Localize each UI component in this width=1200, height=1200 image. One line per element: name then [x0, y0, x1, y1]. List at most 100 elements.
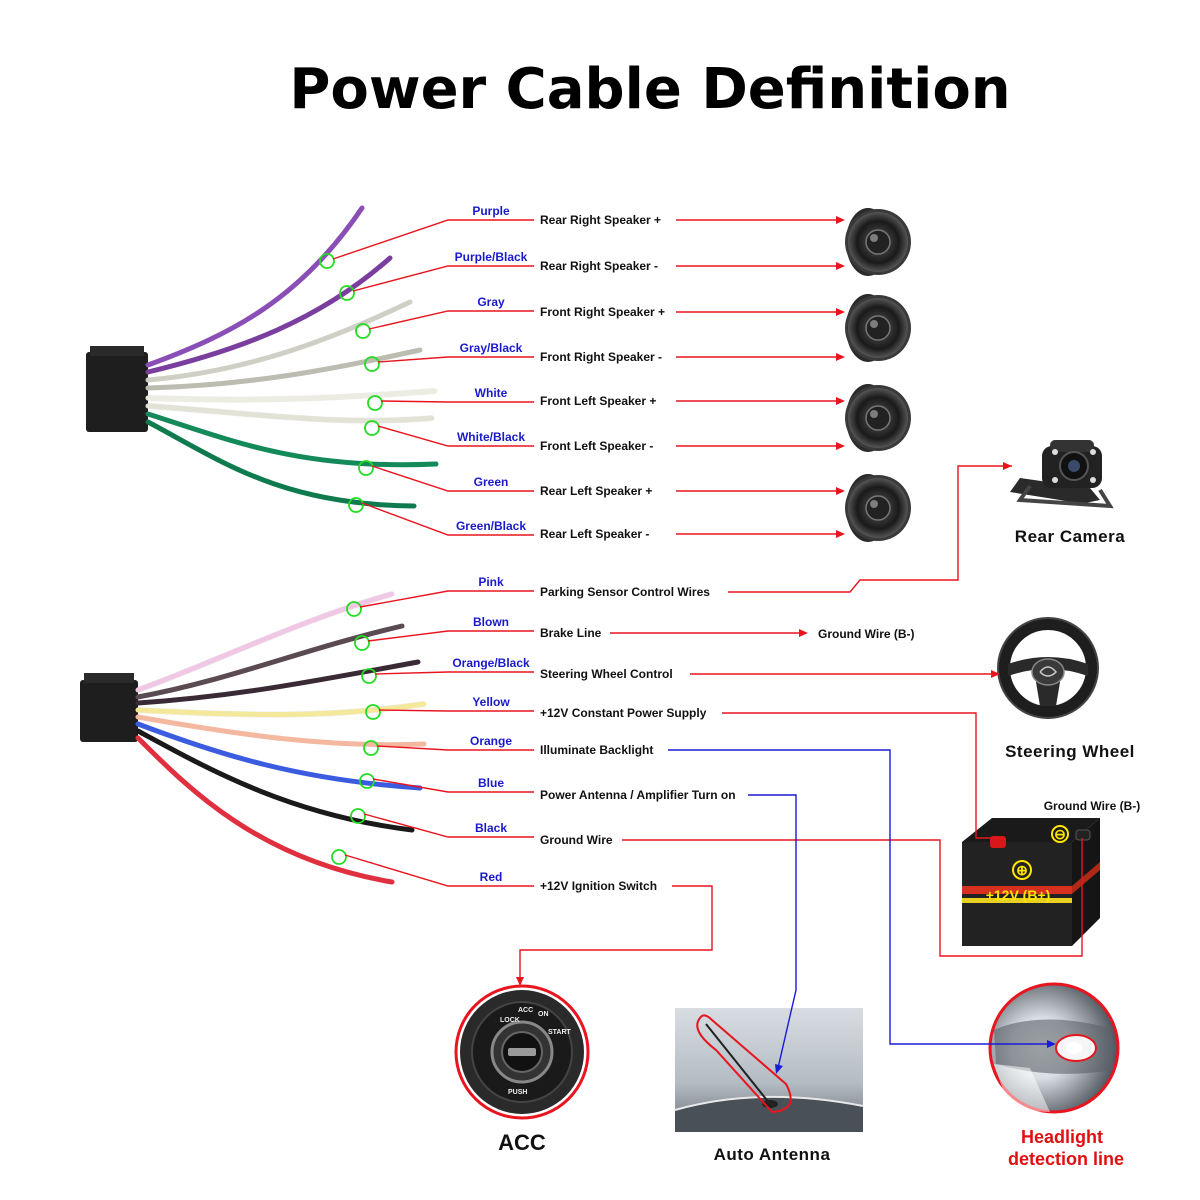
bottom-color-label-1: Pink	[478, 575, 504, 589]
top-leader-8	[361, 502, 534, 536]
top-function-label-2: Rear Right Speaker -	[540, 259, 658, 273]
bottom-function-label-5: Illuminate Backlight	[540, 743, 653, 757]
bottom-leader-4	[378, 709, 534, 712]
bottom-leader-2	[367, 630, 534, 642]
bottom-color-label-5: Orange	[470, 734, 512, 748]
top-wire-1	[145, 205, 365, 368]
bottom-wire-6	[135, 721, 423, 791]
battery-negative-terminal	[1075, 829, 1091, 841]
headlight-label-line2: detection line	[1008, 1149, 1124, 1169]
top-color-label-8: Green/Black	[456, 519, 526, 533]
battery-icon: ⊕ ⊖ +12V (B+)	[962, 818, 1100, 946]
bottom-marker-8	[331, 849, 347, 865]
bottom-connector	[80, 680, 138, 742]
top-leader-5	[380, 400, 534, 403]
acc-label: ACC	[498, 1130, 546, 1155]
top-arrow-head-1	[836, 216, 845, 224]
top-function-label-5: Front Left Speaker +	[540, 394, 656, 408]
brake-ground-label: Ground Wire (B-)	[818, 627, 915, 641]
top-color-label-3: Gray	[477, 295, 505, 309]
bottom-leader-5	[376, 745, 534, 751]
top-color-label-4: Gray/Black	[460, 341, 523, 355]
top-function-label-4: Front Right Speaker -	[540, 350, 662, 364]
top-marker-2	[339, 285, 355, 301]
top-wire-2	[145, 255, 393, 375]
battery-ground-label: Ground Wire (B-)	[1044, 799, 1141, 813]
top-color-label-5: White	[475, 386, 508, 400]
top-function-label-3: Front Right Speaker +	[540, 305, 665, 319]
top-wire-4	[145, 347, 423, 391]
top-arrow-head-5	[836, 397, 845, 405]
ignition-route	[519, 885, 713, 980]
top-wire-3	[145, 299, 413, 383]
bottom-wire-3	[135, 659, 421, 706]
steering-wheel-label: Steering Wheel	[1005, 742, 1135, 761]
bottom-harness	[80, 591, 427, 885]
parking-sensor-route	[728, 465, 1012, 593]
top-function-label-6: Front Left Speaker -	[540, 439, 653, 453]
key-acc-text: ACC	[518, 1007, 533, 1014]
bottom-leader-8	[344, 854, 534, 887]
top-marker-6	[364, 420, 380, 436]
headlight-label-line1: Headlight	[1021, 1127, 1103, 1147]
top-marker-5	[367, 395, 383, 411]
bottom-marker-1	[346, 601, 362, 617]
top-arrow-head-7	[836, 487, 845, 495]
speaker-icon	[845, 384, 911, 452]
top-function-label-8: Rear Left Speaker -	[540, 527, 649, 541]
bottom-color-label-8: Red	[480, 870, 503, 884]
top-marker-3	[355, 323, 371, 339]
bottom-color-label-3: Orange/Black	[452, 656, 530, 670]
bottom-marker-7	[350, 808, 366, 824]
bottom-color-label-2: Blown	[473, 615, 509, 629]
top-function-label-1: Rear Right Speaker +	[540, 213, 661, 227]
top-harness	[86, 205, 439, 509]
bottom-wire-4	[135, 701, 427, 718]
auto-antenna-label: Auto Antenna	[714, 1145, 831, 1164]
top-leader-7	[371, 465, 534, 492]
top-arrow-head-6	[836, 442, 845, 450]
key-lock-text: LOCK	[500, 1017, 520, 1024]
bottom-leader-6	[372, 778, 534, 793]
bottom-function-label-6: Power Antenna / Amplifier Turn on	[540, 788, 736, 802]
top-wire-6	[145, 403, 435, 424]
bottom-color-label-4: Yellow	[472, 695, 510, 709]
bottom-marker-6	[359, 773, 375, 789]
bottom-wire-1	[135, 591, 395, 693]
battery-positive-terminal	[990, 836, 1006, 848]
top-arrow-head-2	[836, 262, 845, 270]
bottom-wire-5	[135, 714, 427, 748]
top-wire-7	[145, 411, 439, 468]
bottom-leader-3	[374, 671, 534, 675]
bottom-function-label-4: +12V Constant Power Supply	[540, 706, 707, 720]
top-wire-8	[145, 419, 417, 509]
backlight-route	[668, 749, 1050, 1045]
bottom-marker-5	[363, 740, 379, 756]
top-arrow-head-8	[836, 530, 845, 538]
key-on-text: ON	[538, 1011, 549, 1018]
battery-minus-symbol: ⊖	[1054, 826, 1066, 842]
bottom-wire-8	[135, 735, 395, 885]
speaker-icon	[845, 208, 911, 276]
ignition-switch-icon: LOCK ACC ON START PUSH	[454, 984, 590, 1120]
bottom-color-label-6: Blue	[478, 776, 504, 790]
speaker-icon	[845, 474, 911, 542]
top-leader-6	[377, 425, 534, 447]
top-arrow-head-3	[836, 308, 845, 316]
top-marker-1	[319, 253, 335, 269]
rear-camera-icon	[1010, 440, 1114, 509]
steering-wheel-icon	[997, 617, 1099, 719]
bottom-connector-tab	[84, 673, 134, 683]
bottom-leader-7	[363, 813, 534, 838]
battery-voltage-label: +12V (B+)	[986, 887, 1051, 903]
top-marker-4	[364, 356, 380, 372]
auto-antenna-photo	[674, 1008, 864, 1132]
page-title: Power Cable Definition	[289, 57, 1010, 122]
top-leader-2	[352, 265, 534, 292]
top-arrow-head-4	[836, 353, 845, 361]
headlight-icon	[988, 982, 1120, 1114]
bottom-function-label-2: Brake Line	[540, 626, 602, 640]
antenna-route	[748, 794, 797, 1069]
battery-plus-symbol: ⊕	[1016, 862, 1028, 878]
